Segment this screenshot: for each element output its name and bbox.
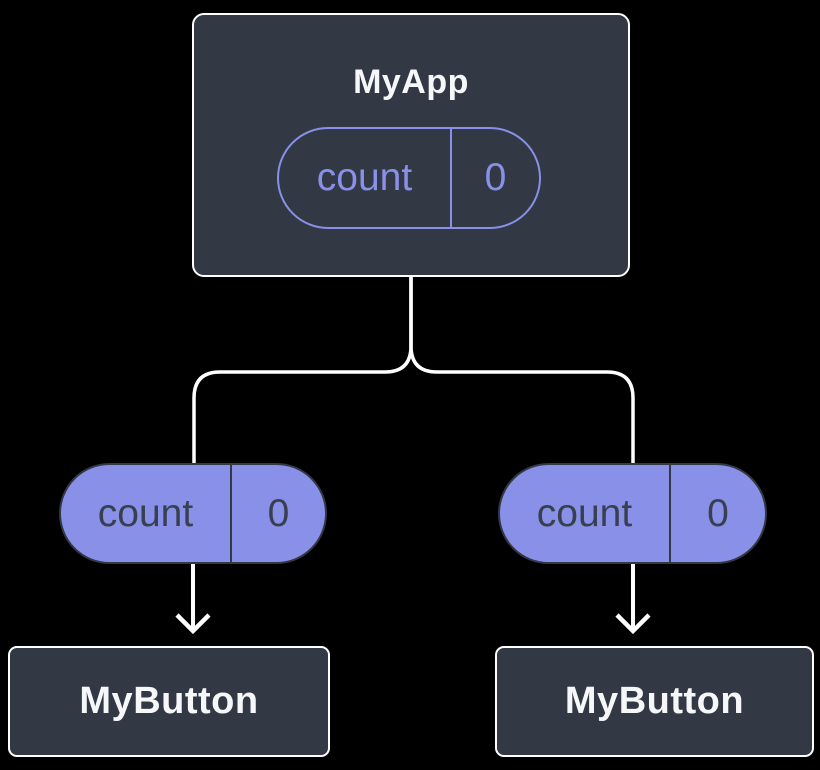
root-component-node: MyApp count 0 <box>192 13 630 277</box>
state-pill-name: count <box>279 129 452 227</box>
state-pill-value: 0 <box>484 156 507 199</box>
prop-pill-value: 0 <box>267 491 290 535</box>
root-node-title: MyApp <box>353 63 469 101</box>
prop-pill-value: 0 <box>707 491 729 535</box>
branch-right-line <box>409 275 635 463</box>
branch-left-line <box>192 275 413 463</box>
prop-pill-name: count <box>61 465 232 562</box>
state-pill: count 0 <box>277 127 541 229</box>
arrow-right-head <box>615 613 651 635</box>
arrow-left-head <box>175 613 211 635</box>
prop-pill-name: count <box>500 465 671 562</box>
child-component-node-left: MyButton <box>8 646 330 757</box>
child-node-title: MyButton <box>79 680 259 722</box>
child-component-node-right: MyButton <box>495 646 814 757</box>
prop-pill-left: count 0 <box>59 463 327 564</box>
child-node-title: MyButton <box>564 680 745 722</box>
prop-pill-right: count 0 <box>498 463 767 564</box>
